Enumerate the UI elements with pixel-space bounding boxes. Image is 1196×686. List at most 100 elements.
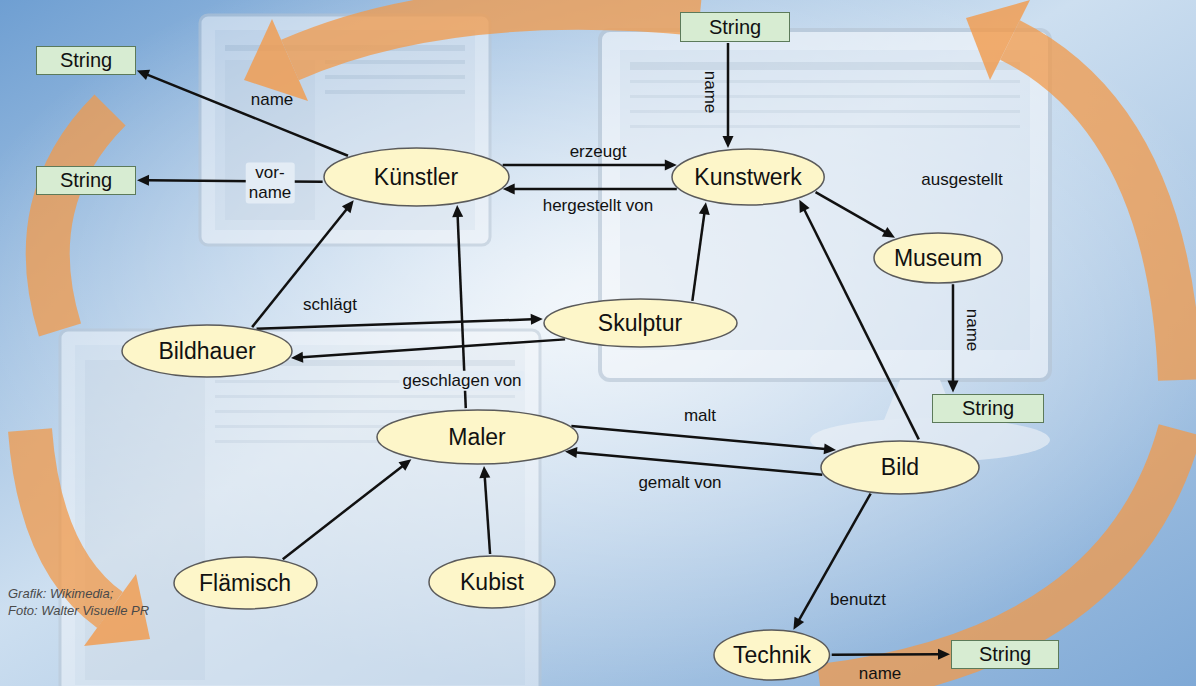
connector-line (147, 75, 348, 156)
concept-ellipse: Museum (873, 232, 1003, 284)
node-label: Museum (894, 245, 982, 271)
connector-line (283, 466, 403, 559)
connector-line (485, 477, 490, 554)
connector-line (832, 653, 939, 656)
connector-line (514, 188, 677, 191)
concept-ellipse: Künstler (323, 147, 510, 207)
connector (503, 160, 677, 171)
arrowhead (799, 200, 809, 213)
connector (137, 175, 323, 186)
edge-label: gemalt von (638, 473, 721, 493)
connector (565, 447, 822, 475)
concept-ellipse: Skulptur (543, 298, 738, 348)
arrowhead (793, 617, 804, 630)
edge-label: name (251, 90, 294, 110)
edge-label: ausgestellt (921, 170, 1002, 190)
edge-label: name (962, 309, 982, 352)
ellipse-outline (174, 557, 317, 609)
connector-line (952, 284, 955, 381)
arrowhead (479, 466, 490, 478)
connector-line (571, 426, 825, 449)
node-label: Kunstwerk (694, 164, 801, 190)
connector-line (576, 453, 822, 475)
arrowhead (699, 202, 710, 215)
ellipse-outline (429, 556, 555, 608)
node-label: String (979, 643, 1031, 666)
monitor-photo (60, 330, 540, 686)
edge-label: malt (684, 406, 716, 426)
monitor-photo (600, 30, 1050, 462)
node-label: Maler (448, 424, 506, 450)
ellipse-outline (377, 410, 578, 464)
connector (816, 192, 895, 238)
connector (947, 284, 958, 392)
connector-line (816, 192, 886, 232)
ellipse-outline (324, 148, 509, 206)
concept-ellipse: Kubist (428, 555, 556, 609)
concept-ellipse: Bild (820, 440, 980, 495)
connector (571, 426, 836, 454)
connector (832, 649, 950, 660)
orange-arrowheads (84, 0, 1030, 646)
connector-line (148, 180, 323, 181)
arrowhead (399, 459, 412, 471)
connector (793, 494, 870, 630)
arrowhead (452, 205, 463, 217)
connector-line (503, 164, 666, 167)
node-label: Skulptur (598, 310, 682, 336)
arrowhead (938, 649, 950, 660)
ellipse-outline (821, 441, 979, 494)
connector (723, 43, 734, 148)
edge-label: benutzt (830, 590, 886, 610)
ellipse-outline (874, 233, 1002, 283)
node-label: String (962, 397, 1014, 420)
datatype-box: String (680, 12, 790, 42)
concept-ellipse: Technik (713, 629, 830, 681)
edge-label: schlägt (303, 295, 357, 315)
edge-label: hergestellt von (543, 196, 654, 216)
node-label: Kubist (460, 569, 524, 595)
connector-line (257, 319, 532, 328)
arrowhead (723, 136, 734, 148)
edge-label: name (700, 71, 720, 114)
edge-label: geschlagen von (399, 371, 524, 391)
edge-label: erzeugt (570, 142, 627, 162)
connector (283, 459, 412, 559)
node-label: Bild (881, 454, 919, 480)
image-credit: Grafik: Wikimedia; (8, 586, 113, 601)
arrowhead (291, 352, 303, 363)
node-label: Bildhauer (158, 338, 255, 364)
ellipse-outline (544, 299, 737, 347)
datatype-box: String (36, 46, 136, 75)
ellipse-outline (672, 149, 824, 205)
connector (257, 314, 543, 329)
edge-label: vor- name (246, 163, 295, 204)
datatype-box: String (951, 640, 1059, 669)
concept-ellipse: Kunstwerk (671, 148, 825, 206)
connector (479, 466, 490, 554)
connector-line (692, 213, 704, 301)
concept-ellipse: Maler (376, 409, 579, 465)
node-label: Technik (733, 642, 811, 668)
node-label: String (709, 16, 761, 39)
ellipse-outline (122, 325, 292, 377)
arrowhead (137, 175, 149, 186)
arrowhead (531, 314, 543, 325)
edge-label: name (859, 664, 902, 684)
ellipse-outline (714, 630, 829, 680)
node-label: Künstler (374, 164, 458, 190)
orange-cycle-arrows (30, 8, 1180, 686)
connector (137, 70, 348, 156)
arrowhead (137, 70, 150, 80)
arrowhead (882, 227, 895, 238)
node-label: Flämisch (199, 570, 291, 596)
image-credit: Foto: Walter Visuelle PR (8, 603, 149, 618)
connector (291, 339, 565, 362)
connector (692, 202, 709, 301)
connector-line (727, 43, 730, 137)
concept-ellipse: Bildhauer (121, 324, 293, 378)
arrowhead (947, 380, 958, 392)
